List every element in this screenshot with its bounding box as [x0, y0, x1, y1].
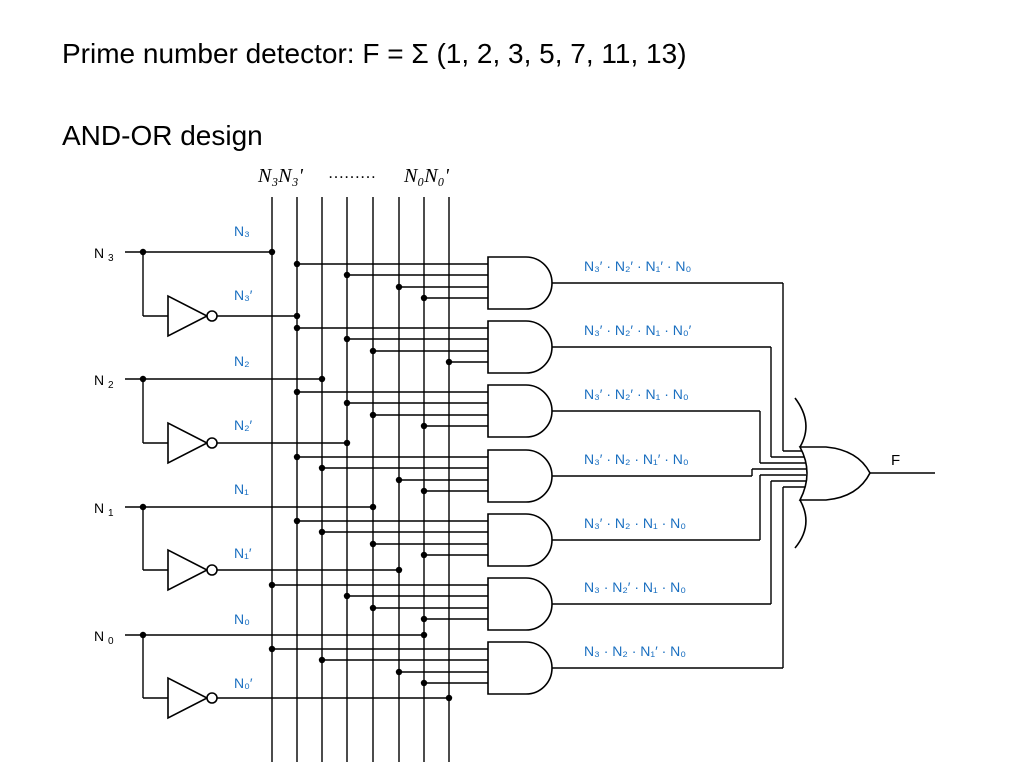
or-gate-body: [798, 446, 871, 501]
or-gate: F: [794, 397, 935, 549]
junction-dot: [420, 631, 428, 639]
input-label-n3: N: [94, 245, 104, 261]
term-label: N₃ · N₂′ · N₁ · N₀: [584, 579, 686, 595]
and-gate: [487, 449, 553, 503]
junction-dot: [420, 422, 428, 430]
junction-dot: [293, 517, 301, 525]
wire-label: N₂: [234, 353, 250, 369]
junction-dot: [445, 694, 453, 702]
junction-dot: [369, 540, 377, 548]
and-gate: [487, 641, 553, 695]
slide-title: Prime number detector: F = Σ (1, 2, 3, 5…: [62, 38, 687, 69]
wire-label: N₃: [234, 223, 250, 239]
junction-dot: [293, 388, 301, 396]
bus-label-right: N₀N₀': [403, 165, 450, 187]
junction-dot: [343, 439, 351, 447]
junction-dot: [139, 503, 147, 511]
junction-dot: [318, 464, 326, 472]
bus-label-left: N₃N₃': [257, 165, 304, 187]
term-labels: N₃′ · N₂′ · N₁′ · N₀ N₃′ · N₂′ · N₁ · N₀′…: [584, 258, 692, 659]
and-gate: [487, 256, 553, 310]
junction-dot: [395, 566, 403, 574]
and-gate: [487, 320, 553, 374]
or-input-arc-top: [794, 397, 807, 448]
junction-dot: [420, 294, 428, 302]
term-label: N₃′ · N₂′ · N₁ · N₀: [584, 386, 689, 402]
junction-dot: [369, 411, 377, 419]
junction-dot: [293, 260, 301, 268]
term-label: N₃′ · N₂′ · N₁ · N₀′: [584, 322, 692, 338]
wire-label: N₁: [234, 481, 249, 497]
junction-dot: [343, 592, 351, 600]
junction-dot: [395, 668, 403, 676]
inverter-n1: [167, 548, 209, 592]
term-label: N₃′ · N₂ · N₁′ · N₀: [584, 451, 689, 467]
input-label-n1: N: [94, 500, 104, 516]
junction-dot: [268, 581, 276, 589]
slide-subtitle: AND-OR design: [62, 120, 263, 151]
term-label: N₃′ · N₂′ · N₁′ · N₀: [584, 258, 692, 274]
input-subscript-n0: 0: [108, 636, 114, 647]
junction-dot: [139, 248, 147, 256]
input-subscript-n3: 3: [108, 253, 114, 264]
junction-dot: [318, 528, 326, 536]
and-gate: [487, 384, 553, 438]
inverter-bubble-n3: [206, 310, 218, 322]
wire-label: N₀: [234, 611, 250, 627]
inverter-bubble-n0: [206, 692, 218, 704]
wire-label: N₀′: [234, 675, 253, 691]
and-gates: [487, 256, 553, 695]
bus-label: N₃N₃' ……… N₀N₀': [257, 165, 450, 187]
junction-dot: [343, 335, 351, 343]
junction-dot: [139, 631, 147, 639]
inverters: [167, 294, 218, 720]
wire-label: N₁′: [234, 545, 252, 561]
junction-dot: [420, 487, 428, 495]
inverter-bubble-n2: [206, 437, 218, 449]
junction-dots: [139, 248, 453, 702]
junction-dot: [369, 503, 377, 511]
junction-dot: [369, 604, 377, 612]
input-label-n2: N: [94, 372, 104, 388]
term-label: N₃′ · N₂ · N₁ · N₀: [584, 515, 686, 531]
junction-dot: [395, 476, 403, 484]
wire-label: N₃′: [234, 287, 253, 303]
junction-dot: [318, 656, 326, 664]
input-label-n0: N: [94, 628, 104, 644]
output-label-f: F: [891, 452, 900, 469]
junction-dot: [318, 375, 326, 383]
junction-dot: [395, 283, 403, 291]
input-subscript-n1: 1: [108, 508, 114, 519]
input-subscript-n2: 2: [108, 380, 114, 391]
junction-dot: [343, 271, 351, 279]
junction-dot: [369, 347, 377, 355]
junction-dot: [445, 358, 453, 366]
inverter-n2: [167, 421, 209, 465]
wire-labels: N₃ N₃′ N₂ N₂′ N₁ N₁′ N₀ N₀′: [234, 223, 253, 691]
junction-dot: [420, 679, 428, 687]
junction-dot: [293, 453, 301, 461]
inverter-n3: [167, 294, 209, 338]
junction-dot: [420, 615, 428, 623]
junction-dot: [293, 312, 301, 320]
wire-label: N₂′: [234, 417, 253, 433]
junction-dot: [139, 375, 147, 383]
term-label: N₃ · N₂ · N₁′ · N₀: [584, 643, 686, 659]
and-gate: [487, 513, 553, 567]
junction-dot: [293, 324, 301, 332]
junction-dot: [268, 248, 276, 256]
inverter-bubble-n1: [206, 564, 218, 576]
junction-dot: [420, 551, 428, 559]
bus-label-dots: ………: [328, 165, 376, 182]
junction-dot: [268, 645, 276, 653]
junction-dot: [343, 399, 351, 407]
or-input-arc-bottom: [794, 499, 807, 549]
inverter-n0: [167, 676, 209, 720]
wires: [125, 197, 806, 762]
and-gate: [487, 577, 553, 631]
